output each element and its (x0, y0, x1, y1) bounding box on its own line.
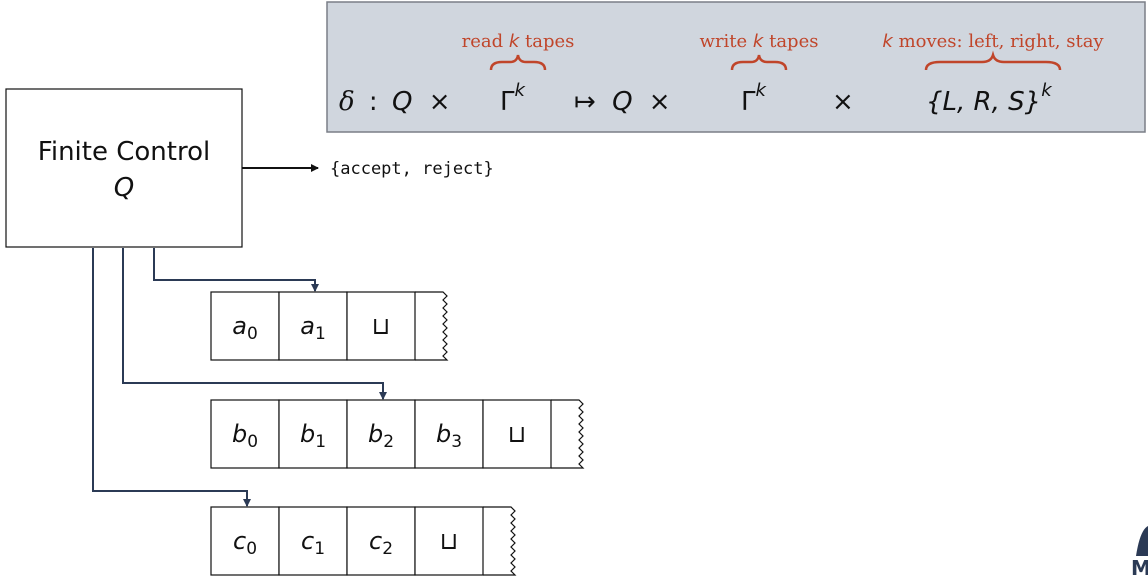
finite-control: Finite Control Q (5, 88, 243, 248)
tape-b: b0 b1 b2 b3 ⊔ (210, 399, 585, 469)
delta-symbol: δ (339, 87, 355, 117)
tape-symbol: b3 (436, 420, 462, 452)
tape-cell: b1 (278, 399, 348, 469)
tape-torn-edge (551, 399, 585, 469)
state-set-label: Q (114, 173, 134, 203)
logo-text: M (1131, 556, 1148, 580)
tape-symbol: b0 (232, 420, 258, 452)
tape-c: c0 c1 c2 ⊔ (210, 506, 517, 576)
finite-control-box (5, 88, 243, 248)
tape-cell: ⊔ (414, 506, 484, 576)
k-moves-label: k moves: left, right, stay (882, 31, 1104, 52)
transition-function-box: read k tapes write k tapes k moves: left… (326, 1, 1146, 133)
write-brace (730, 54, 788, 71)
tape-cell: c0 (210, 506, 280, 576)
read-k-tapes-label: read k tapes (462, 31, 575, 52)
transition-formula: δ : Q × Γk ↦ Q × Γk × {L, R, S}k (339, 73, 1053, 117)
blank-symbol: ⊔ (440, 527, 459, 555)
tape-a: a0 a1 ⊔ (210, 291, 449, 361)
tape-cell: a0 (210, 291, 280, 361)
tape-symbol: c0 (233, 527, 257, 559)
transition-box-background (326, 1, 1146, 133)
finite-control-title: Finite Control (38, 137, 210, 167)
tape-cell: c2 (346, 506, 416, 576)
logo-shape (1136, 526, 1148, 556)
tape-symbol: c1 (301, 527, 325, 559)
tape-symbol: b2 (368, 420, 394, 452)
tape-torn-edge (415, 291, 449, 361)
head-connector-c (92, 248, 251, 507)
tapes: a0 a1 ⊔ b0 b1 b2 b3 ⊔ c0 c1 c2 ⊔ (210, 291, 585, 576)
tape-cell: ⊔ (346, 291, 416, 361)
tape-cell: c1 (278, 506, 348, 576)
tape-cell: b2 (346, 399, 416, 469)
tape-cell: ⊔ (482, 399, 552, 469)
accept-reject-label: {accept, reject} (330, 159, 494, 179)
tape-cell: b0 (210, 399, 280, 469)
read-brace (489, 54, 547, 71)
tape-symbol: a1 (300, 312, 326, 344)
tape-cell: a1 (278, 291, 348, 361)
head-connector-a (153, 248, 319, 292)
blank-symbol: ⊔ (372, 312, 391, 340)
logo: M (1131, 526, 1148, 580)
write-k-tapes-label: write k tapes (700, 31, 819, 52)
tape-cell: b3 (414, 399, 484, 469)
tape-torn-edge (483, 506, 517, 576)
tape-symbol: b1 (300, 420, 326, 452)
head-connector-b (122, 248, 387, 400)
tape-symbol: a0 (232, 312, 258, 344)
moves-brace (924, 50, 1062, 71)
tape-symbol: c2 (369, 527, 393, 559)
blank-symbol: ⊔ (508, 420, 527, 448)
